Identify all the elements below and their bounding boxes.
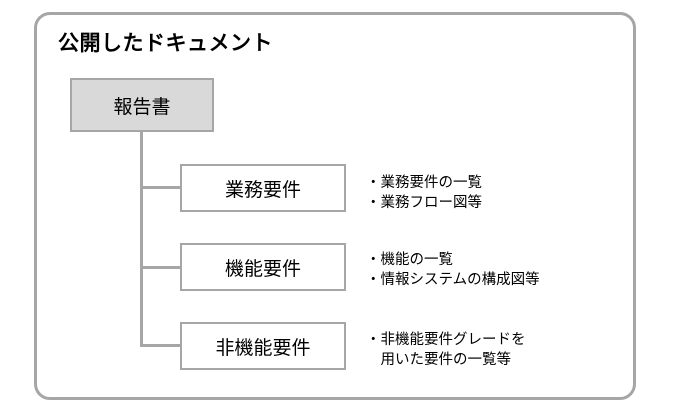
page-title: 公開したドキュメント [58,31,273,55]
child-notes-1: ・業務要件の一覧 ・業務フロー図等 [366,173,482,213]
root-node-label: 報告書 [113,95,171,118]
tree-trunk-line [140,132,143,346]
branch-line-3 [140,344,180,347]
child-notes-3: ・非機能要件グレードを 用いた要件の一覧等 [366,330,526,370]
child-node-business-requirements: 業務要件 [180,164,346,212]
root-node-report: 報告書 [70,78,214,132]
note-line: ・業務要件の一覧 [366,175,482,191]
child-notes-2: ・機能の一覧 ・情報システムの構成図等 [366,250,540,290]
branch-line-1 [140,186,180,189]
child-node-non-functional-requirements: 非機能要件 [180,322,346,370]
note-line: ・業務フロー図等 [366,195,482,211]
note-line: 用いた要件の一覧等 [366,352,511,368]
note-line: ・情報システムの構成図等 [366,272,540,288]
note-line: ・非機能要件グレードを [366,332,526,348]
child-node-label: 業務要件 [224,178,301,201]
branch-line-2 [140,266,180,269]
note-line: ・機能の一覧 [366,252,453,268]
child-node-functional-requirements: 機能要件 [180,243,346,291]
child-node-label: 機能要件 [224,257,301,280]
child-node-label: 非機能要件 [215,336,311,359]
